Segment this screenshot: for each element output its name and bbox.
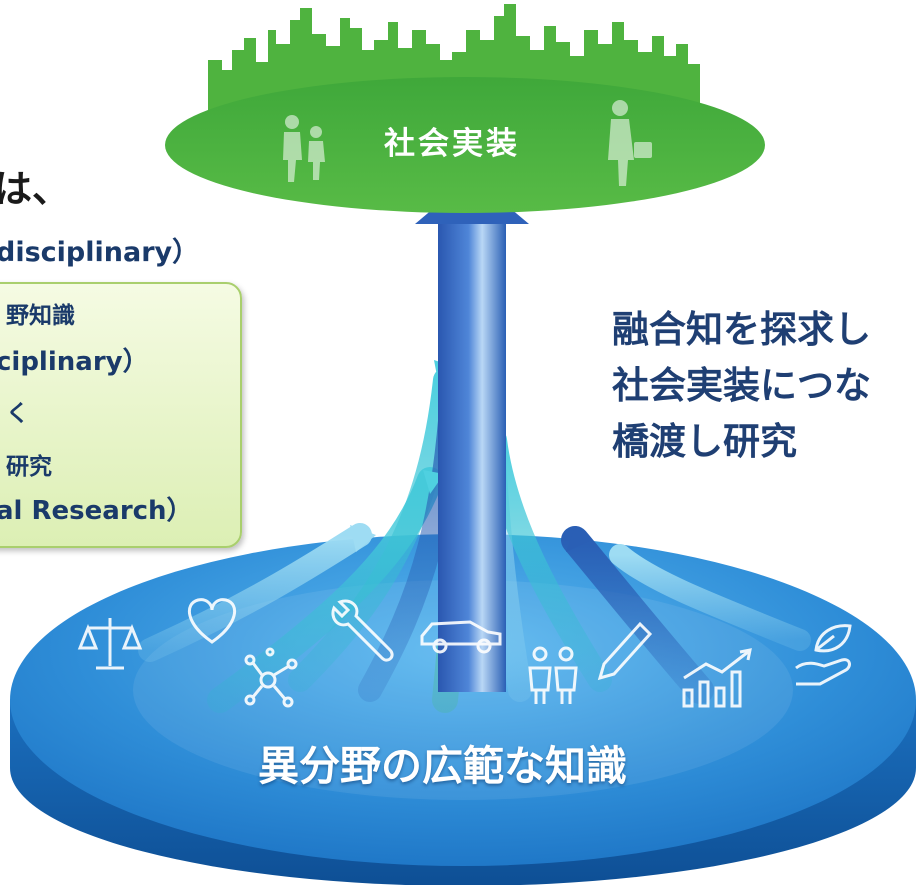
hand-leaf-icon [795,624,852,686]
growth-chart-icon [682,648,752,708]
definition-callout-box [0,282,242,548]
knowledge-flow-arrows [138,290,811,713]
society-city-disc [165,4,765,213]
broad-knowledge-label: 異分野の広範な知識 [258,742,627,790]
callout-line-4: 研究 [6,454,52,480]
pencil-icon [597,621,653,681]
network-icon [244,647,298,708]
callout-line-3: く [6,401,29,427]
callout-line-5: al Research） [0,496,193,526]
scales-icon [77,618,143,670]
bridge-message-line-3: 橋渡し研究 [612,420,797,463]
people-icon [528,646,578,704]
heart-icon [188,598,236,644]
callout-line-2: ciplinary） [0,347,149,377]
car-icon [420,620,502,654]
social-implementation-label: 社会実装 [384,126,520,162]
subtitle-fragment: disciplinary） [0,237,200,268]
bridge-research-message: 融合知を探求し 社会実装につな 橋渡し研究 [612,302,871,470]
wrench-icon [331,599,394,662]
pedestrian-figures [283,100,652,186]
bridge-message-line-1: 融合知を探求し [612,308,871,351]
heading-fragment: は、 [0,167,71,211]
bridge-message-line-2: 社会実装につな [612,364,871,407]
callout-line-1: 野知識 [6,303,75,329]
